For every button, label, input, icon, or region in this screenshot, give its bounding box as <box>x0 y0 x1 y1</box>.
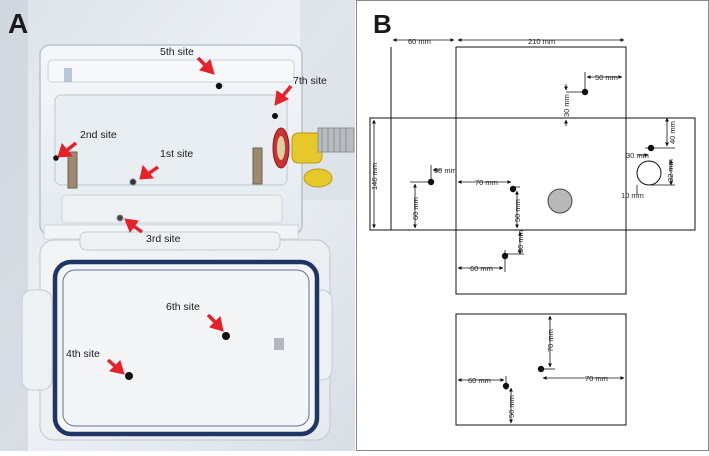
dim-210mm: 210 mm <box>528 37 555 46</box>
dim-60mm-top: 60 mm <box>408 37 431 46</box>
dim-70mm-lid-vertical: 70 mm <box>546 329 555 352</box>
arrow-1st-site <box>139 164 160 180</box>
center-magnet-disc <box>547 188 573 214</box>
lid-seal <box>52 259 320 437</box>
port-circle <box>636 160 662 186</box>
label-1st-site: 1st site <box>160 148 193 160</box>
arrow-6th-site <box>206 313 224 332</box>
panel-b-label: B <box>373 9 392 39</box>
dim-70mm: 70 mm <box>475 178 498 187</box>
dim-50mm-lid: 50 mm <box>507 395 516 418</box>
arrow-4th-site <box>106 358 125 375</box>
dim-10mm: 10 mm <box>621 191 644 200</box>
open-box <box>39 44 355 240</box>
dim-32mm: 32 mm <box>666 159 675 182</box>
arrow-2nd-site <box>57 141 78 158</box>
red-arrows <box>57 56 293 375</box>
dim-60mm-left: 60 mm <box>411 197 420 220</box>
arrow-5th-site <box>196 56 215 75</box>
label-7th-site: 7th site <box>293 75 327 87</box>
label-2nd-site: 2nd site <box>80 129 117 141</box>
label-4th-site: 4th site <box>66 348 100 360</box>
dim-30mm-top: 30 mm <box>562 94 571 117</box>
dim-30mm-left: 30 mm <box>434 166 457 175</box>
dim-140mm: 140 mm <box>370 163 379 190</box>
magnet-left <box>67 151 78 189</box>
arrow-7th-site <box>274 84 293 106</box>
holes <box>427 88 655 390</box>
box-lid <box>21 231 333 441</box>
dim-30mm-bottom: 30 mm <box>516 230 525 253</box>
photo-illustration: 5th site 7th site 2nd site 1st site 3rd … <box>0 0 355 451</box>
label-5th-site: 5th site <box>160 46 194 58</box>
panel-b-frame <box>356 0 709 451</box>
dim-30mm-right: 30 mm <box>626 151 649 160</box>
hose <box>317 127 355 153</box>
box-net-outline <box>369 46 696 426</box>
panel-b-diagram: B <box>356 0 709 451</box>
panel-a-photo: 5th site 7th site 2nd site 1st site 3rd … <box>0 0 355 451</box>
dim-70mm-lid: 70 mm <box>585 374 608 383</box>
magnet-right <box>252 147 263 185</box>
label-6th-site: 6th site <box>166 301 200 313</box>
label-3rd-site: 3rd site <box>146 233 181 245</box>
dim-40mm: 40 mm <box>668 121 677 144</box>
dimension-diagram: B <box>356 0 709 451</box>
arrow-3rd-site <box>124 218 144 234</box>
dim-60mm-lid: 60 mm <box>468 376 491 385</box>
dim-50mm-vertical: 50 mm <box>513 199 522 222</box>
dim-50mm-top: 50 mm <box>595 73 618 82</box>
panel-a-label: A <box>8 8 28 39</box>
dim-60mm-bottom: 60 mm <box>470 264 493 273</box>
